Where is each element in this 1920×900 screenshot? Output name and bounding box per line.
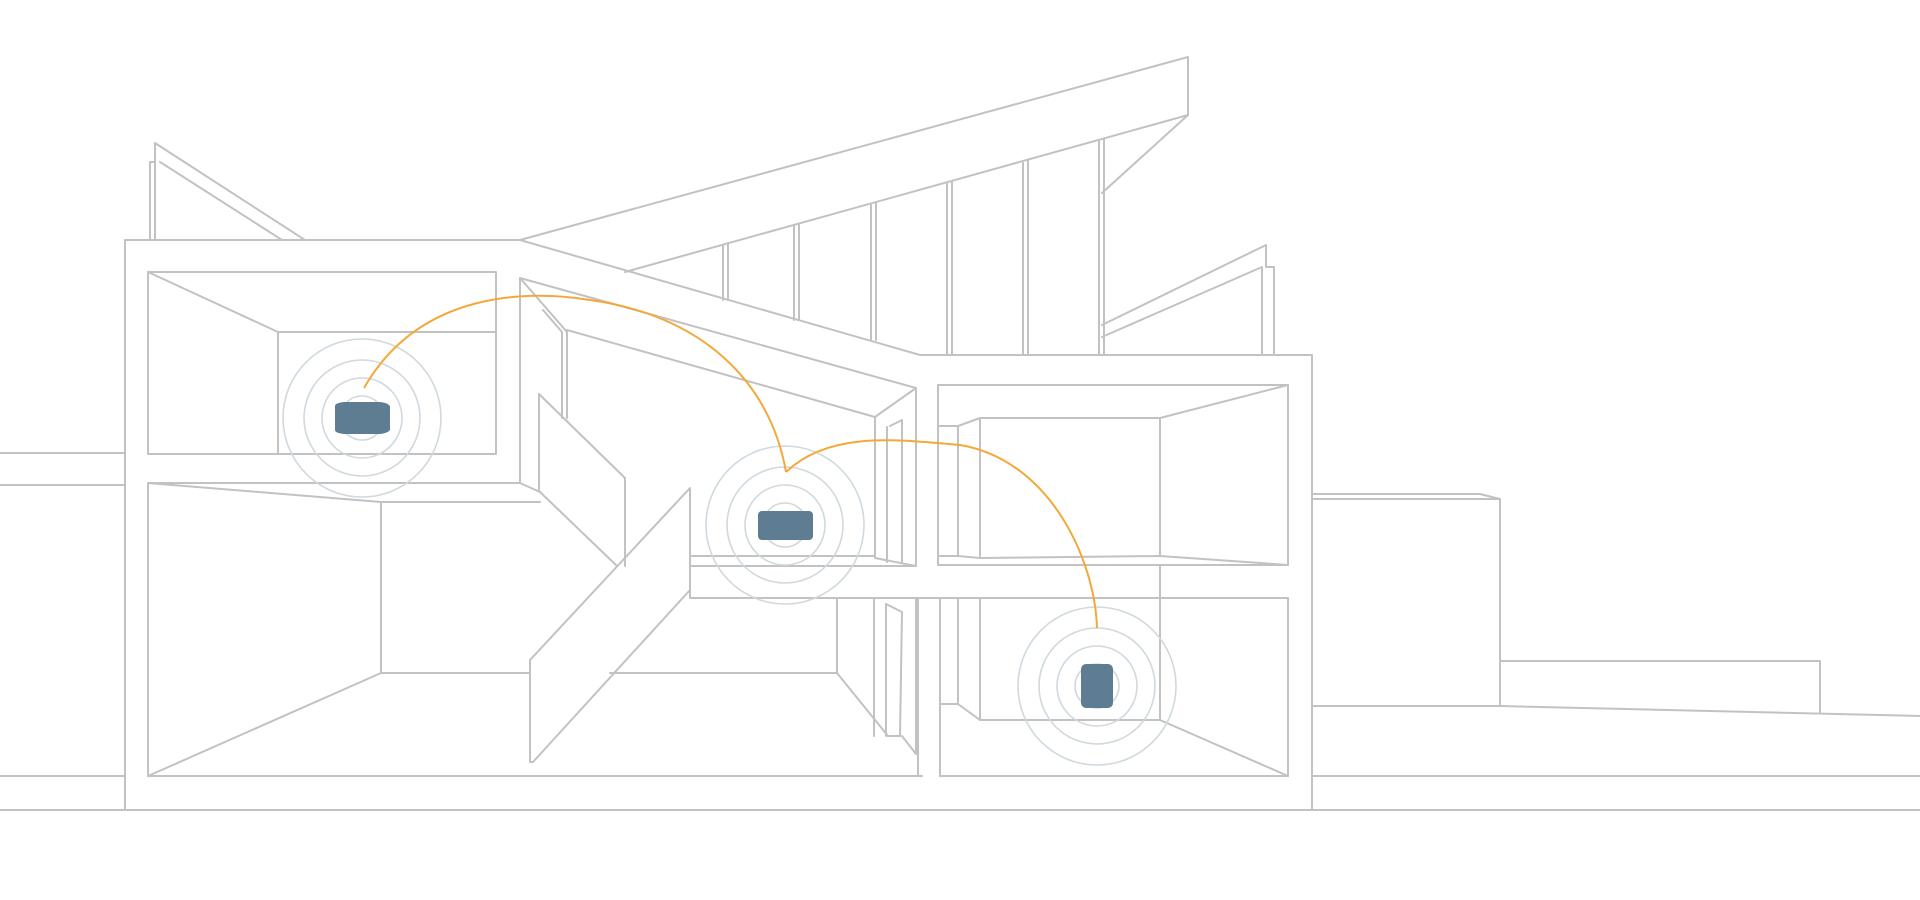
mesh-link-router-to-satellite-1 xyxy=(363,294,787,473)
house-outline xyxy=(0,56,1920,811)
mesh-link-satellite-1-to-satellite-2 xyxy=(785,439,1098,629)
router-icon xyxy=(335,402,390,434)
signal-rings-router xyxy=(282,338,442,498)
satellite-2-icon xyxy=(1081,664,1113,708)
satellite-1-router-icon xyxy=(758,511,813,540)
